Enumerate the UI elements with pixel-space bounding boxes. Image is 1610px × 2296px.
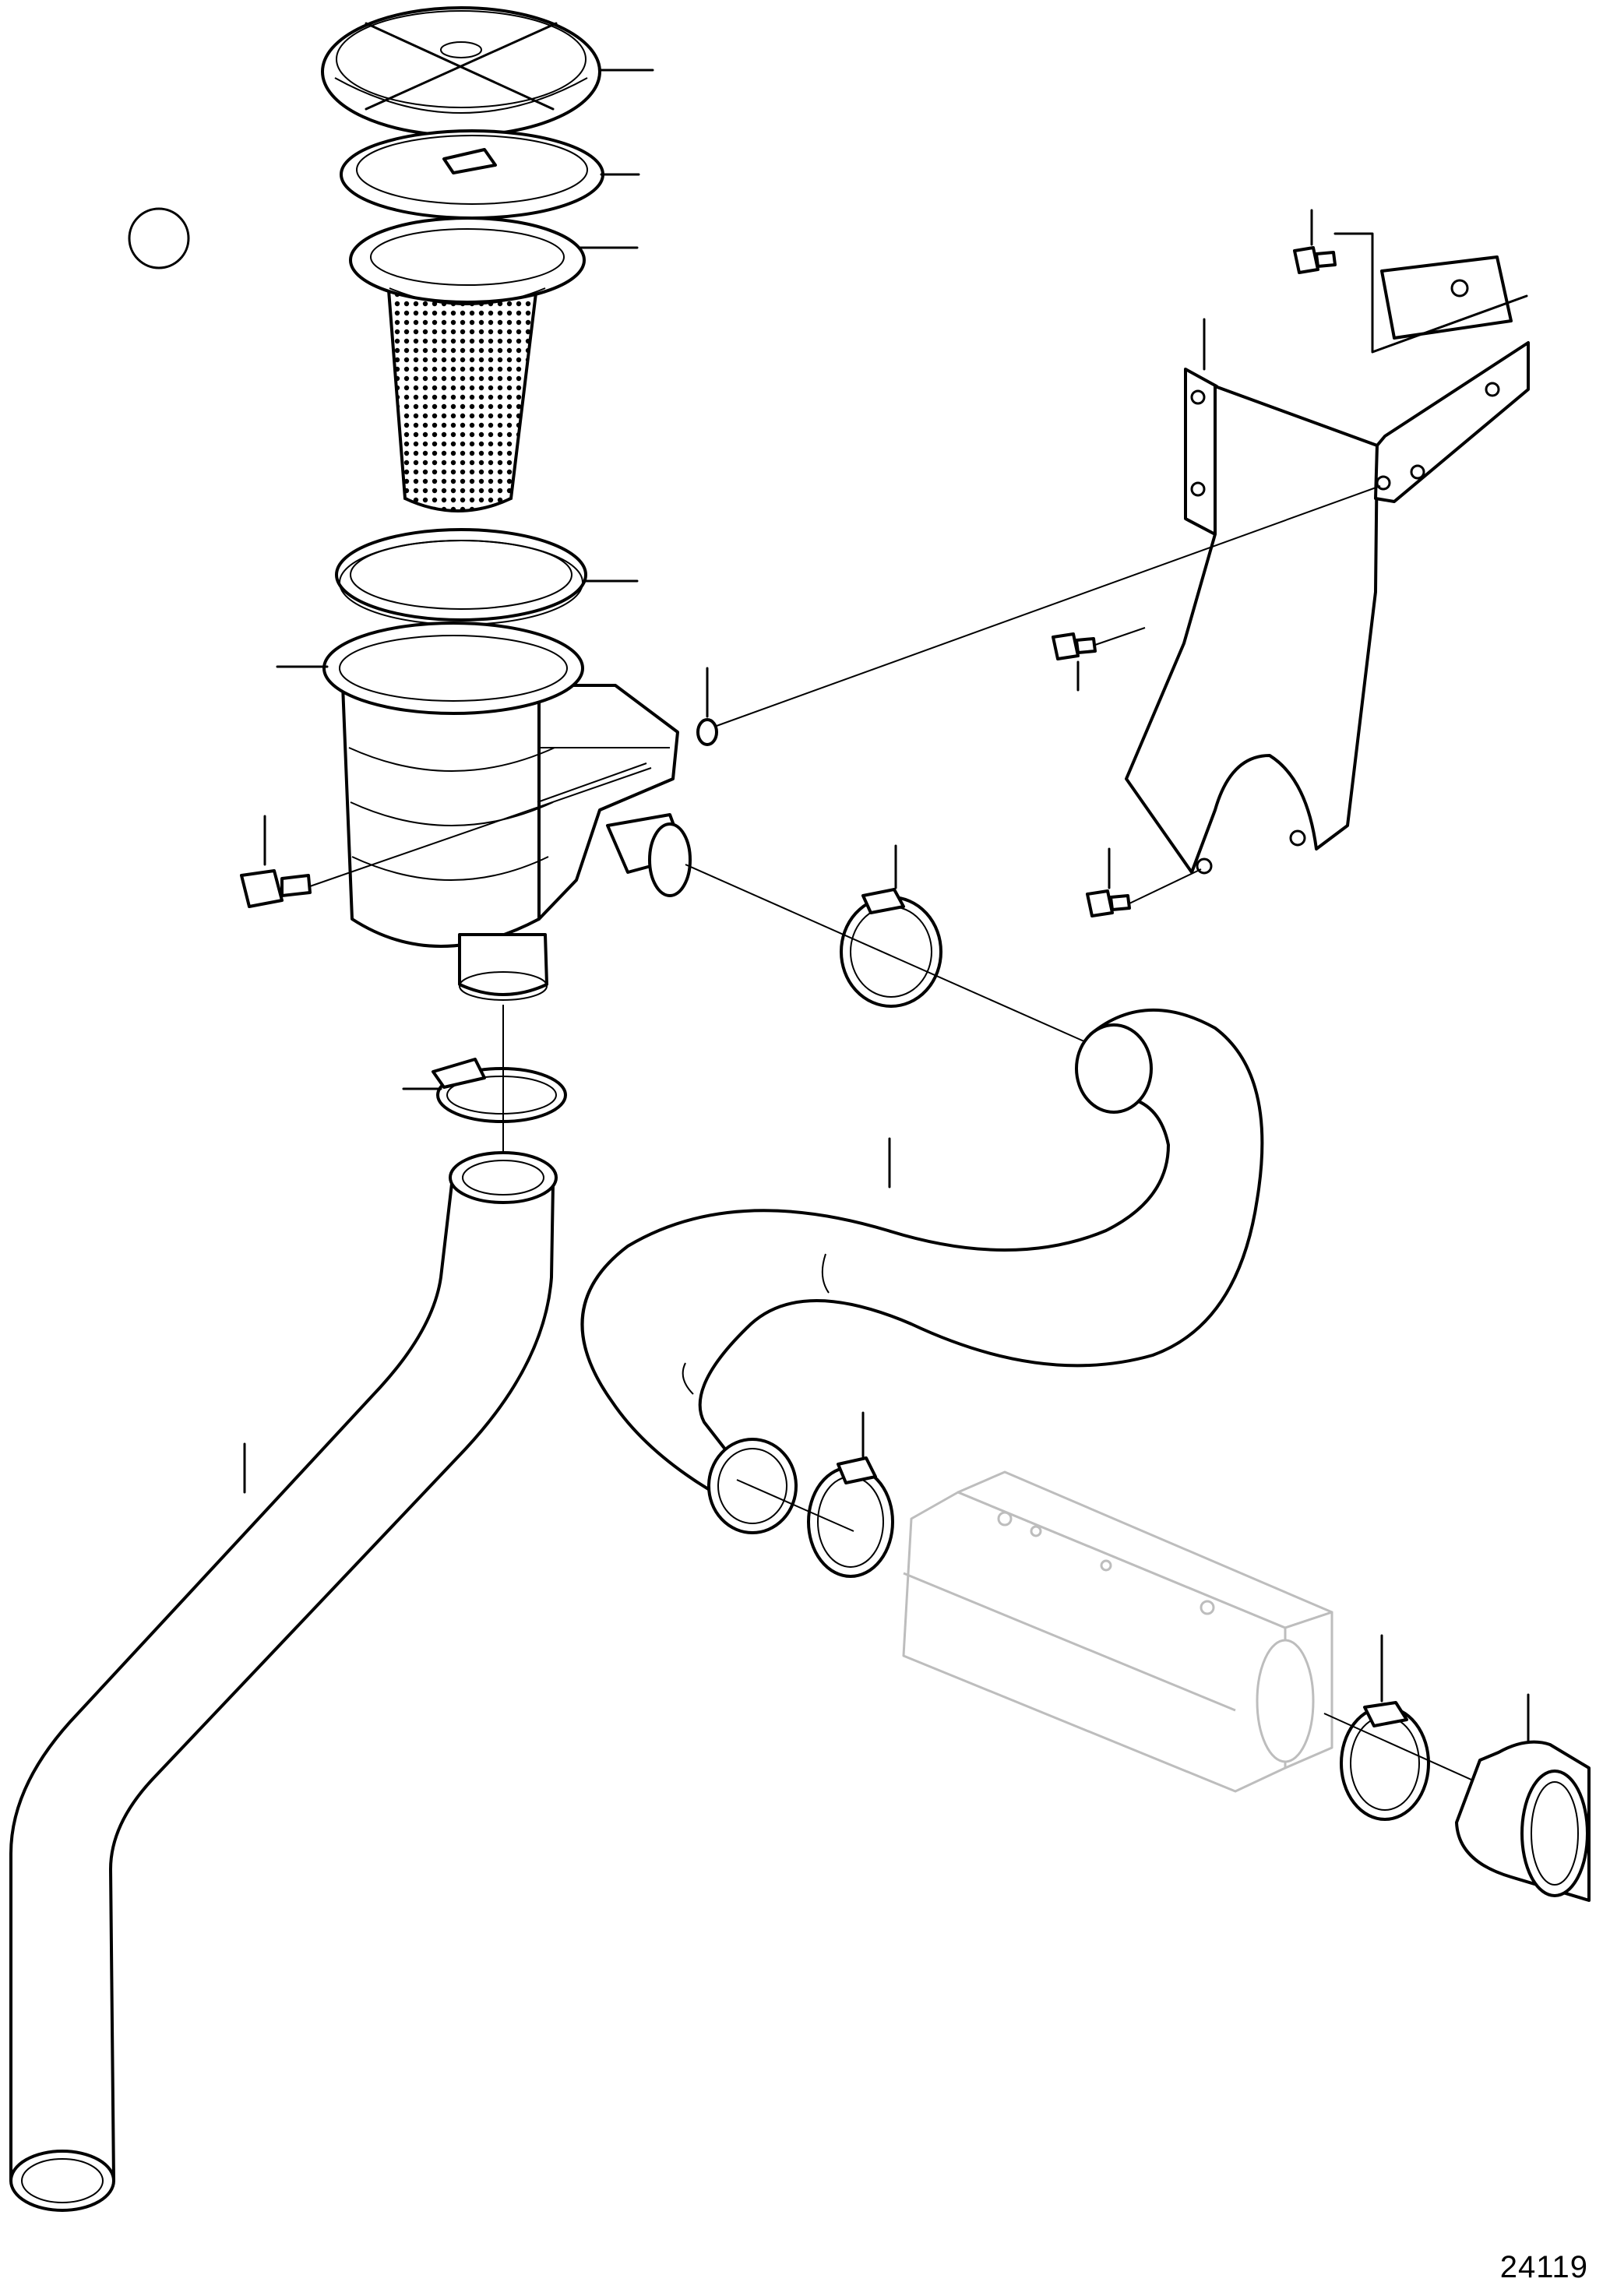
mounting-bolt[interactable] [240,869,312,908]
heat-exchanger [902,1470,1333,1793]
axis-bracket-mid [1094,627,1146,646]
bracket-bolts[interactable] [1052,246,1337,917]
end-sleeve[interactable] [1455,1740,1591,1902]
axis-heat-exchanger [736,1479,854,1532]
sealing-washer[interactable] [696,718,718,746]
bracket[interactable] [1125,255,1530,875]
axis-bolt [309,767,652,887]
hose-clamps[interactable] [432,888,1430,1821]
axis-end-sleeve [1323,1713,1481,1784]
strainer-cover[interactable] [321,6,601,137]
axis-bracket [716,485,1381,727]
leader-bracket-top [1333,232,1528,354]
strainer-basket[interactable] [349,217,586,512]
strainer-housing[interactable] [322,622,692,1001]
o-ring[interactable] [335,528,587,625]
drawing-number: 24119 [1499,2250,1588,2284]
axis-bracket-low [1129,868,1202,904]
cover-gasket[interactable] [340,129,604,220]
inlet-hose[interactable] [9,1151,558,2212]
reference-circle [128,207,190,269]
connecting-hose[interactable] [580,1008,1264,1534]
axis-outlet-hose [685,864,1087,1043]
